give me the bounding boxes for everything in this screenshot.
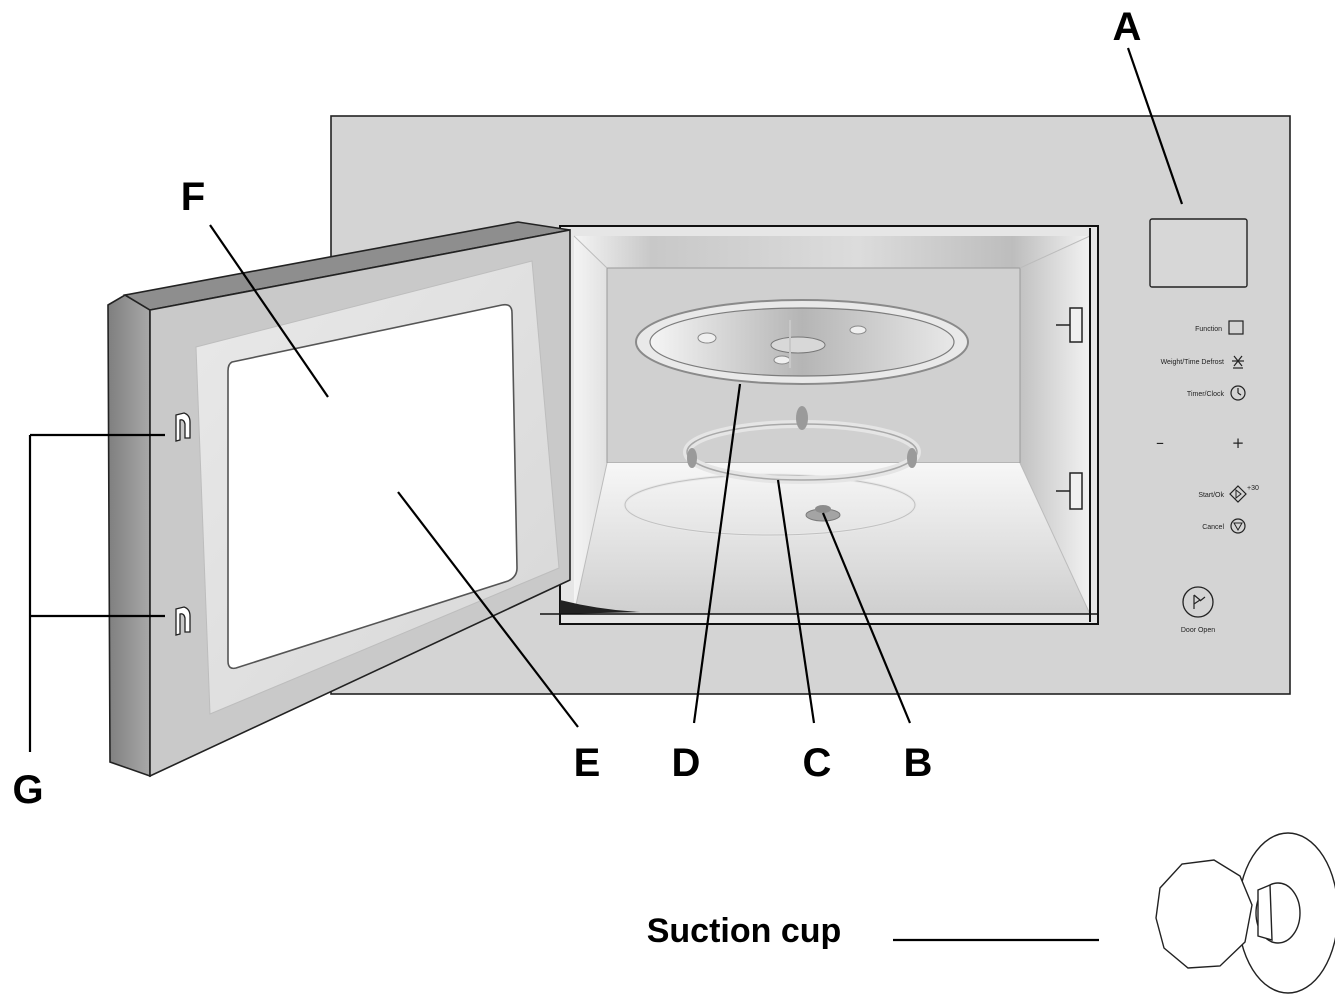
door-open-label: Door Open <box>1181 627 1215 634</box>
roller-ring <box>683 406 921 484</box>
callout-e: E <box>574 741 601 785</box>
cancel-icon[interactable] <box>1230 518 1246 534</box>
leader-c <box>776 479 816 724</box>
weight-time-defrost-label: Weight/Time Defrost <box>1161 359 1224 366</box>
start-ok-label: Start/Ok <box>1198 492 1224 499</box>
callout-a: A <box>1113 5 1142 49</box>
function-label: Function <box>1195 326 1222 333</box>
minus-button[interactable]: – <box>1156 433 1164 452</box>
glass-turntable <box>635 299 969 385</box>
start-icon[interactable] <box>1229 485 1247 503</box>
timer-clock-label: Timer/Clock <box>1187 391 1225 398</box>
oven-door <box>107 221 1098 778</box>
callout-f: F <box>181 175 205 219</box>
callout-b: B <box>904 741 933 785</box>
cancel-label: Cancel <box>1202 524 1224 531</box>
leader-d <box>692 383 742 724</box>
leader-a <box>1126 47 1184 205</box>
callout-g: G <box>12 768 43 812</box>
display-window <box>1149 218 1248 288</box>
callout-d: D <box>672 741 701 785</box>
leader-e <box>397 491 579 728</box>
door-hook-upper <box>175 412 191 442</box>
leader-lines <box>28 47 1184 942</box>
start-ok-superscript: +30 <box>1247 485 1259 492</box>
suction-cup-caption: Suction cup <box>647 912 842 950</box>
control-panel: Function Weight/Time Defrost Timer/Clock… <box>1156 320 1259 634</box>
function-button[interactable] <box>1228 320 1244 335</box>
door-latch-slots <box>1056 307 1083 510</box>
clock-icon[interactable] <box>1230 385 1246 401</box>
door-hook-lower <box>175 606 191 636</box>
door-open-button[interactable] <box>1182 586 1214 618</box>
leader-b <box>821 512 912 724</box>
snowflake-icon[interactable] <box>1232 355 1244 369</box>
leader-f <box>209 224 329 398</box>
callout-c: C <box>803 741 832 785</box>
suction-cup-illustration <box>1155 832 1335 994</box>
plus-button[interactable]: + <box>1232 434 1245 452</box>
